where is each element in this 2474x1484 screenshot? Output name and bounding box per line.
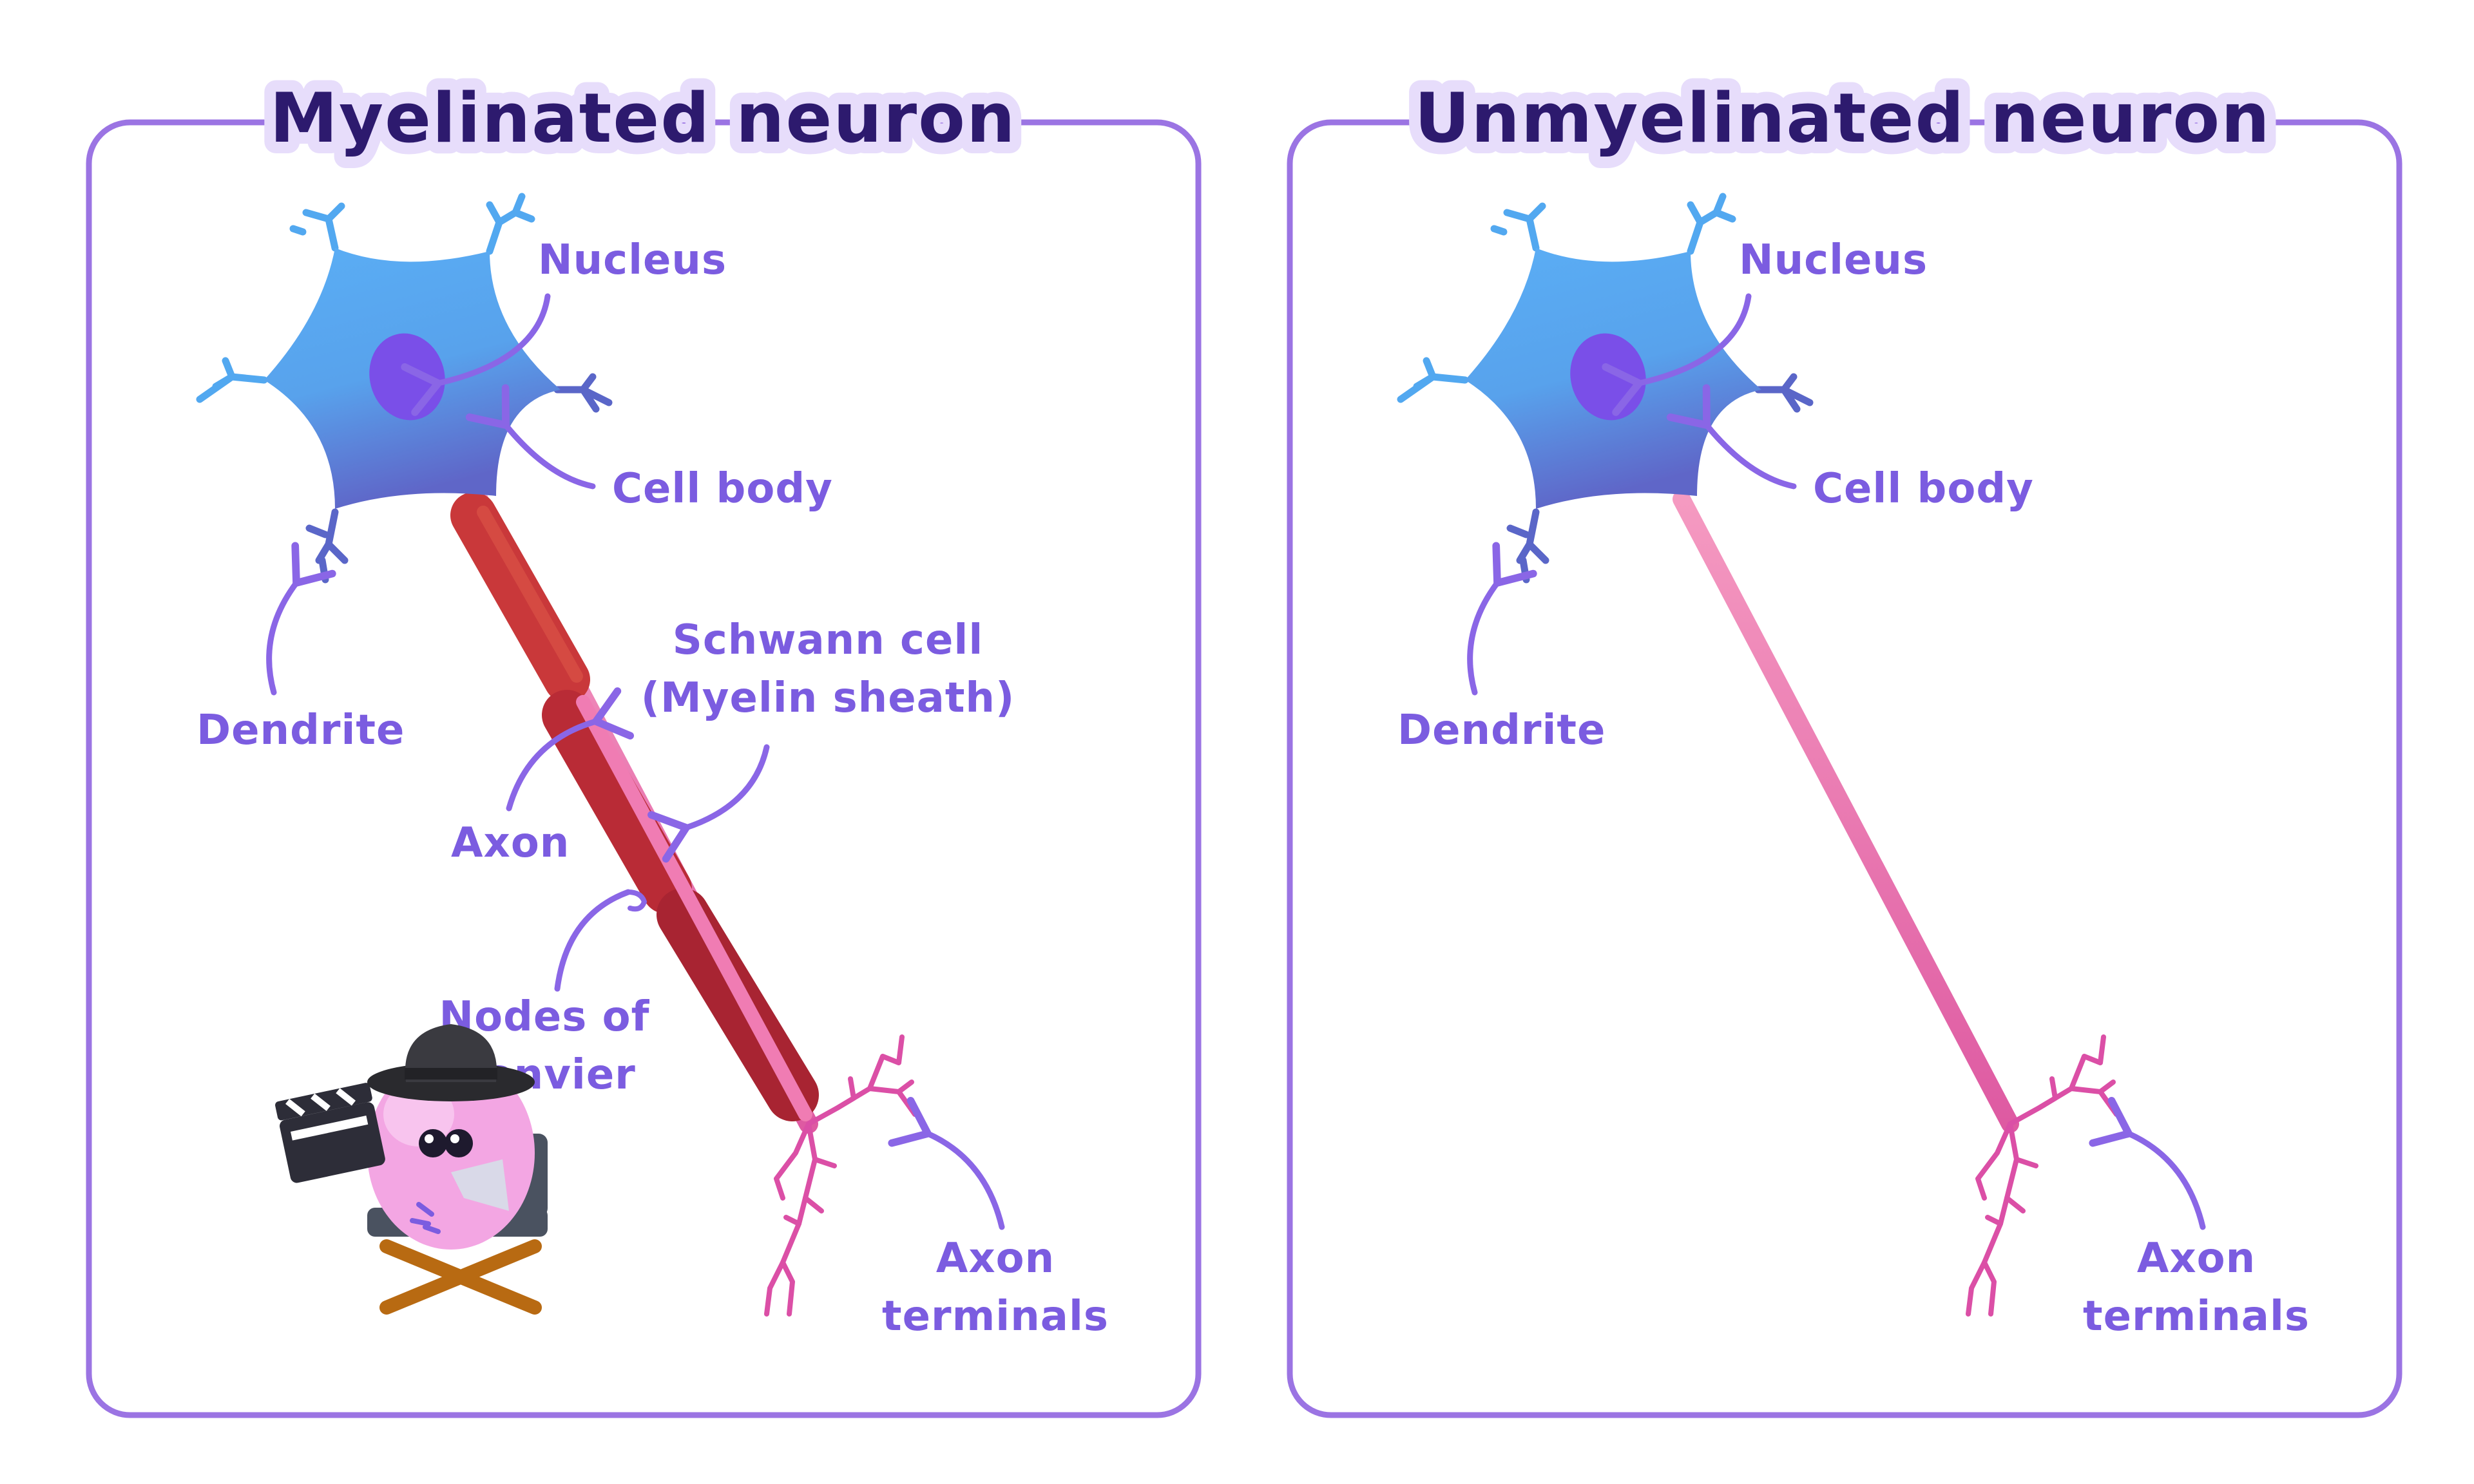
arrow-schwann <box>647 744 770 863</box>
myelinated-panel: Myelinated neuron Nucleus Cell body Dend… <box>86 67 1202 1418</box>
arrow-terminals-right <box>2089 1096 2206 1230</box>
unmyelinated-panel: Unmyelinated neuron Nucleus Cell body De… <box>1287 67 2402 1418</box>
label-terminals-right-1: Axon <box>2137 1235 2256 1282</box>
myelinated-title: Myelinated neuron <box>270 79 1017 158</box>
unmyelinated-title: Unmyelinated neuron <box>1414 79 2270 158</box>
label-terminals-2: terminals <box>882 1293 1109 1340</box>
label-terminals-1: Axon <box>936 1235 1055 1282</box>
label-axon: Axon <box>451 819 570 867</box>
arrow-dendrite-right <box>1467 542 1537 696</box>
unmyelinated-frame <box>1287 119 2402 1418</box>
director-mascot-icon <box>275 1024 548 1315</box>
label-nucleus-right: Nucleus <box>1739 236 1928 284</box>
label-nucleus: Nucleus <box>538 236 727 284</box>
label-terminals-right-2: terminals <box>2083 1293 2310 1340</box>
arrow-dendrite <box>266 542 336 696</box>
unmyelinated-axon-terminals <box>1966 1034 2119 1317</box>
arrow-terminals <box>888 1096 1005 1230</box>
arrow-nucleus <box>401 293 551 416</box>
arrow-nodes <box>554 889 631 992</box>
label-schwann-2: (Myelin sheath) <box>641 674 1015 722</box>
arrow-cell-body-right <box>1666 384 1797 490</box>
label-cell-body: Cell body <box>612 465 833 513</box>
arrow-nucleus-right <box>1602 293 1752 416</box>
label-cell-body-right: Cell body <box>1813 465 2034 513</box>
myelinated-frame <box>86 119 1202 1418</box>
label-schwann-1: Schwann cell <box>673 616 984 664</box>
arrow-axon <box>506 687 635 812</box>
unmyelinated-axon <box>1673 490 2019 1133</box>
arrow-cell-body <box>465 384 596 490</box>
label-dendrite: Dendrite <box>197 707 405 754</box>
myelinated-axon-terminals <box>764 1034 917 1317</box>
label-dendrite-right: Dendrite <box>1397 707 1606 754</box>
